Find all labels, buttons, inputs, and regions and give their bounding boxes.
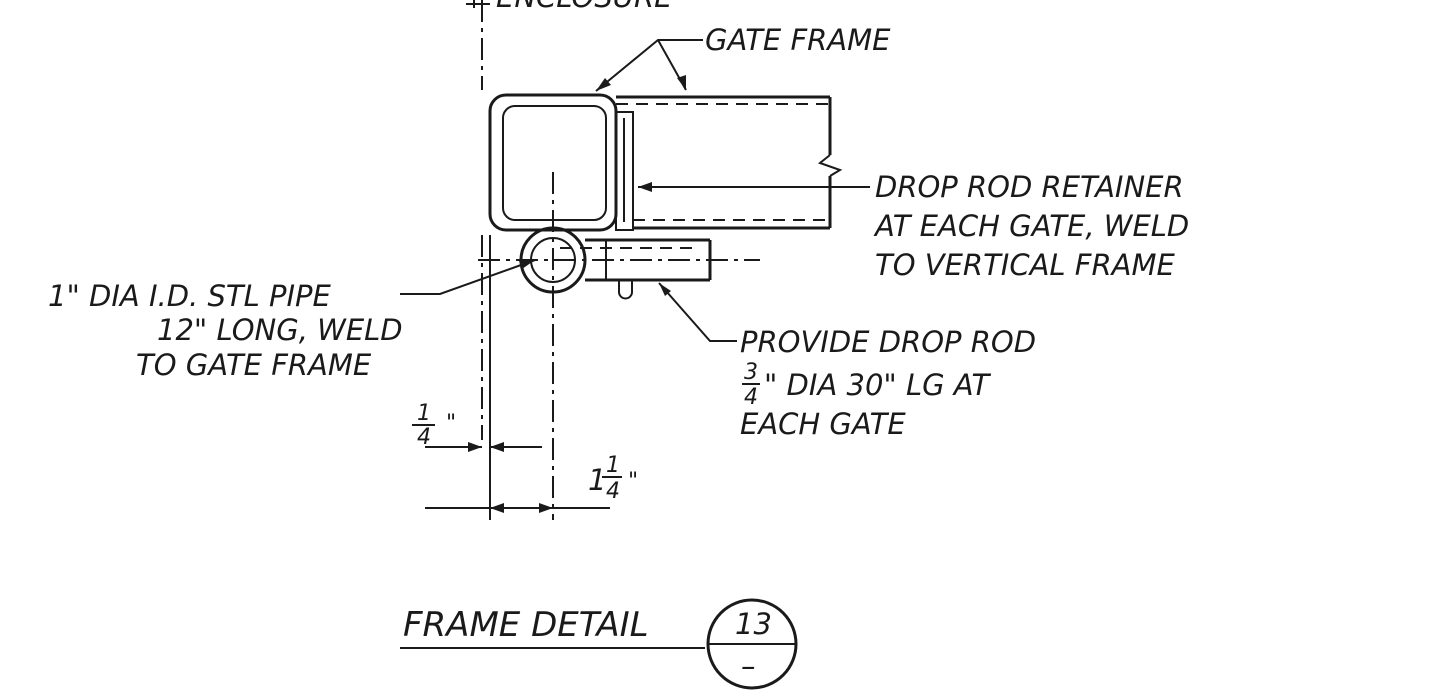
detail-title: FRAME DETAIL [403,605,649,645]
detail-bubble: 13 – [706,598,798,690]
dim-one-quarter-unit: " [628,469,638,494]
dimension-quarter-inch: 1 4 " [412,235,542,520]
drop-rod-bar [560,238,712,300]
gate-frame-rail [616,95,843,230]
retainer-label-line3: TO VERTICAL FRAME [875,248,1175,282]
dim-quarter-unit: " [446,411,456,436]
dim-quarter-num: 1 [417,401,431,426]
dim-quarter-den: 4 [417,425,431,450]
pipe-label-line3: TO GATE FRAME [136,348,372,382]
drop-rod-frac-den: 4 [744,385,758,410]
pipe-leader [400,259,536,295]
drop-rod-frac-num: 3 [744,360,758,385]
dim-one-quarter-den: 4 [606,479,620,504]
drop-rod-label-line3: EACH GATE [740,407,906,441]
gate-frame-label: GATE FRAME [705,23,891,57]
enclosure-label: ENCLOSURE [496,0,673,14]
enclosure-centerline [466,0,490,440]
bubble-bottom: – [741,649,756,683]
dimension-one-quarter-inch: 1 1 4 " [425,453,638,513]
drop-rod-retainer [615,111,634,231]
drop-rod-label-line2: 3 4 " DIA 30" LG AT [742,360,992,410]
gate-frame-leader [595,39,703,92]
bubble-top: 13 [735,607,772,641]
pipe-label-line2: 12" LONG, WELD [157,313,403,347]
retainer-leader [638,182,870,192]
drop-rod-leader [658,282,737,342]
dim-one-quarter-num: 1 [606,453,620,478]
drop-rod-label-line2-rest: " DIA 30" LG AT [764,368,992,402]
drop-rod-label-line1: PROVIDE DROP ROD [740,325,1036,359]
dim-one-quarter-whole: 1 [588,463,606,497]
gate-frame-tube [488,93,618,232]
pipe-label-line1: 1" DIA I.D. STL PIPE [48,279,332,313]
retainer-label-line1: DROP ROD RETAINER [875,170,1184,204]
retainer-label-line2: AT EACH GATE, WELD [873,209,1189,243]
